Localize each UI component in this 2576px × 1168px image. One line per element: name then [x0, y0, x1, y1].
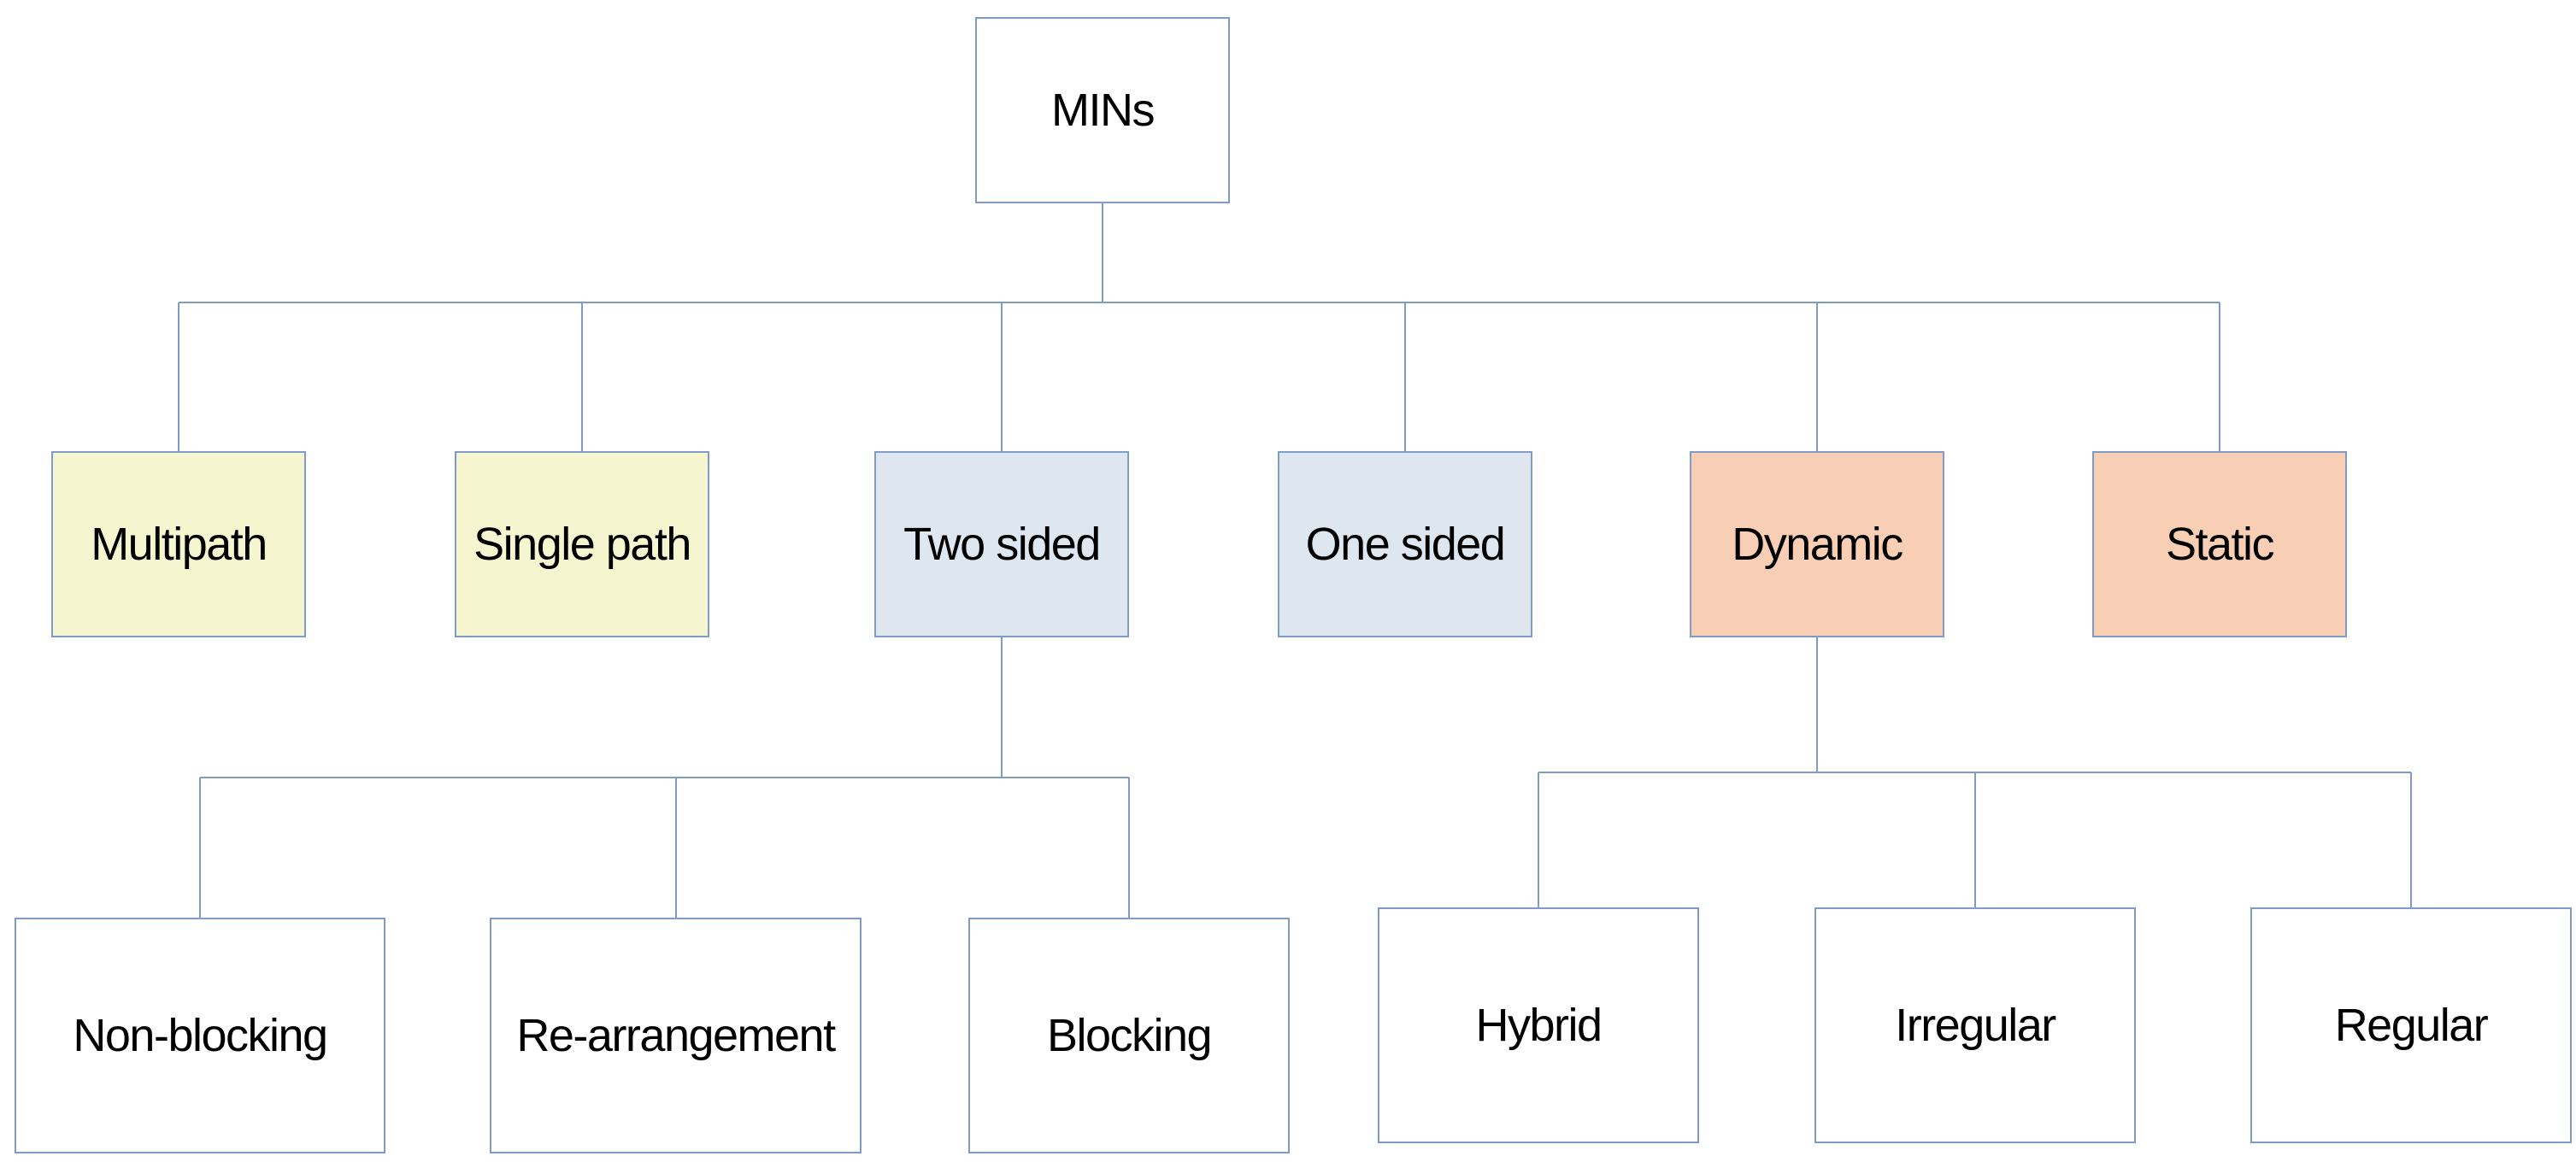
- node-label: Re-arrangement: [516, 1010, 836, 1061]
- node-blocking: Blocking: [968, 918, 1290, 1153]
- node-dynamic: Dynamic: [1690, 451, 1944, 637]
- node-one-sided: One sided: [1278, 451, 1532, 637]
- node-single-path: Single path: [455, 451, 709, 637]
- node-re-arrangement: Re-arrangement: [490, 918, 862, 1153]
- node-static: Static: [2092, 451, 2347, 637]
- node-label: Dynamic: [1732, 519, 1903, 570]
- node-regular: Regular: [2250, 907, 2572, 1143]
- node-label: Two sided: [903, 519, 1101, 570]
- node-mins: MINs: [975, 17, 1230, 203]
- node-hybrid: Hybrid: [1378, 907, 1699, 1143]
- node-label: One sided: [1305, 519, 1506, 570]
- node-label: Regular: [2334, 1000, 2489, 1051]
- node-label: Blocking: [1046, 1010, 1213, 1061]
- node-label: Multipath: [91, 519, 268, 570]
- node-irregular: Irregular: [1814, 907, 2136, 1143]
- node-label: Hybrid: [1475, 1000, 1603, 1051]
- node-label: MINs: [1051, 85, 1155, 136]
- node-label: Non-blocking: [73, 1010, 328, 1061]
- node-two-sided: Two sided: [874, 451, 1129, 637]
- node-multipath: Multipath: [51, 451, 306, 637]
- node-label: Static: [2165, 519, 2275, 570]
- node-label: Irregular: [1895, 1000, 2056, 1051]
- node-label: Single path: [473, 519, 691, 570]
- node-non-blocking: Non-blocking: [15, 918, 385, 1153]
